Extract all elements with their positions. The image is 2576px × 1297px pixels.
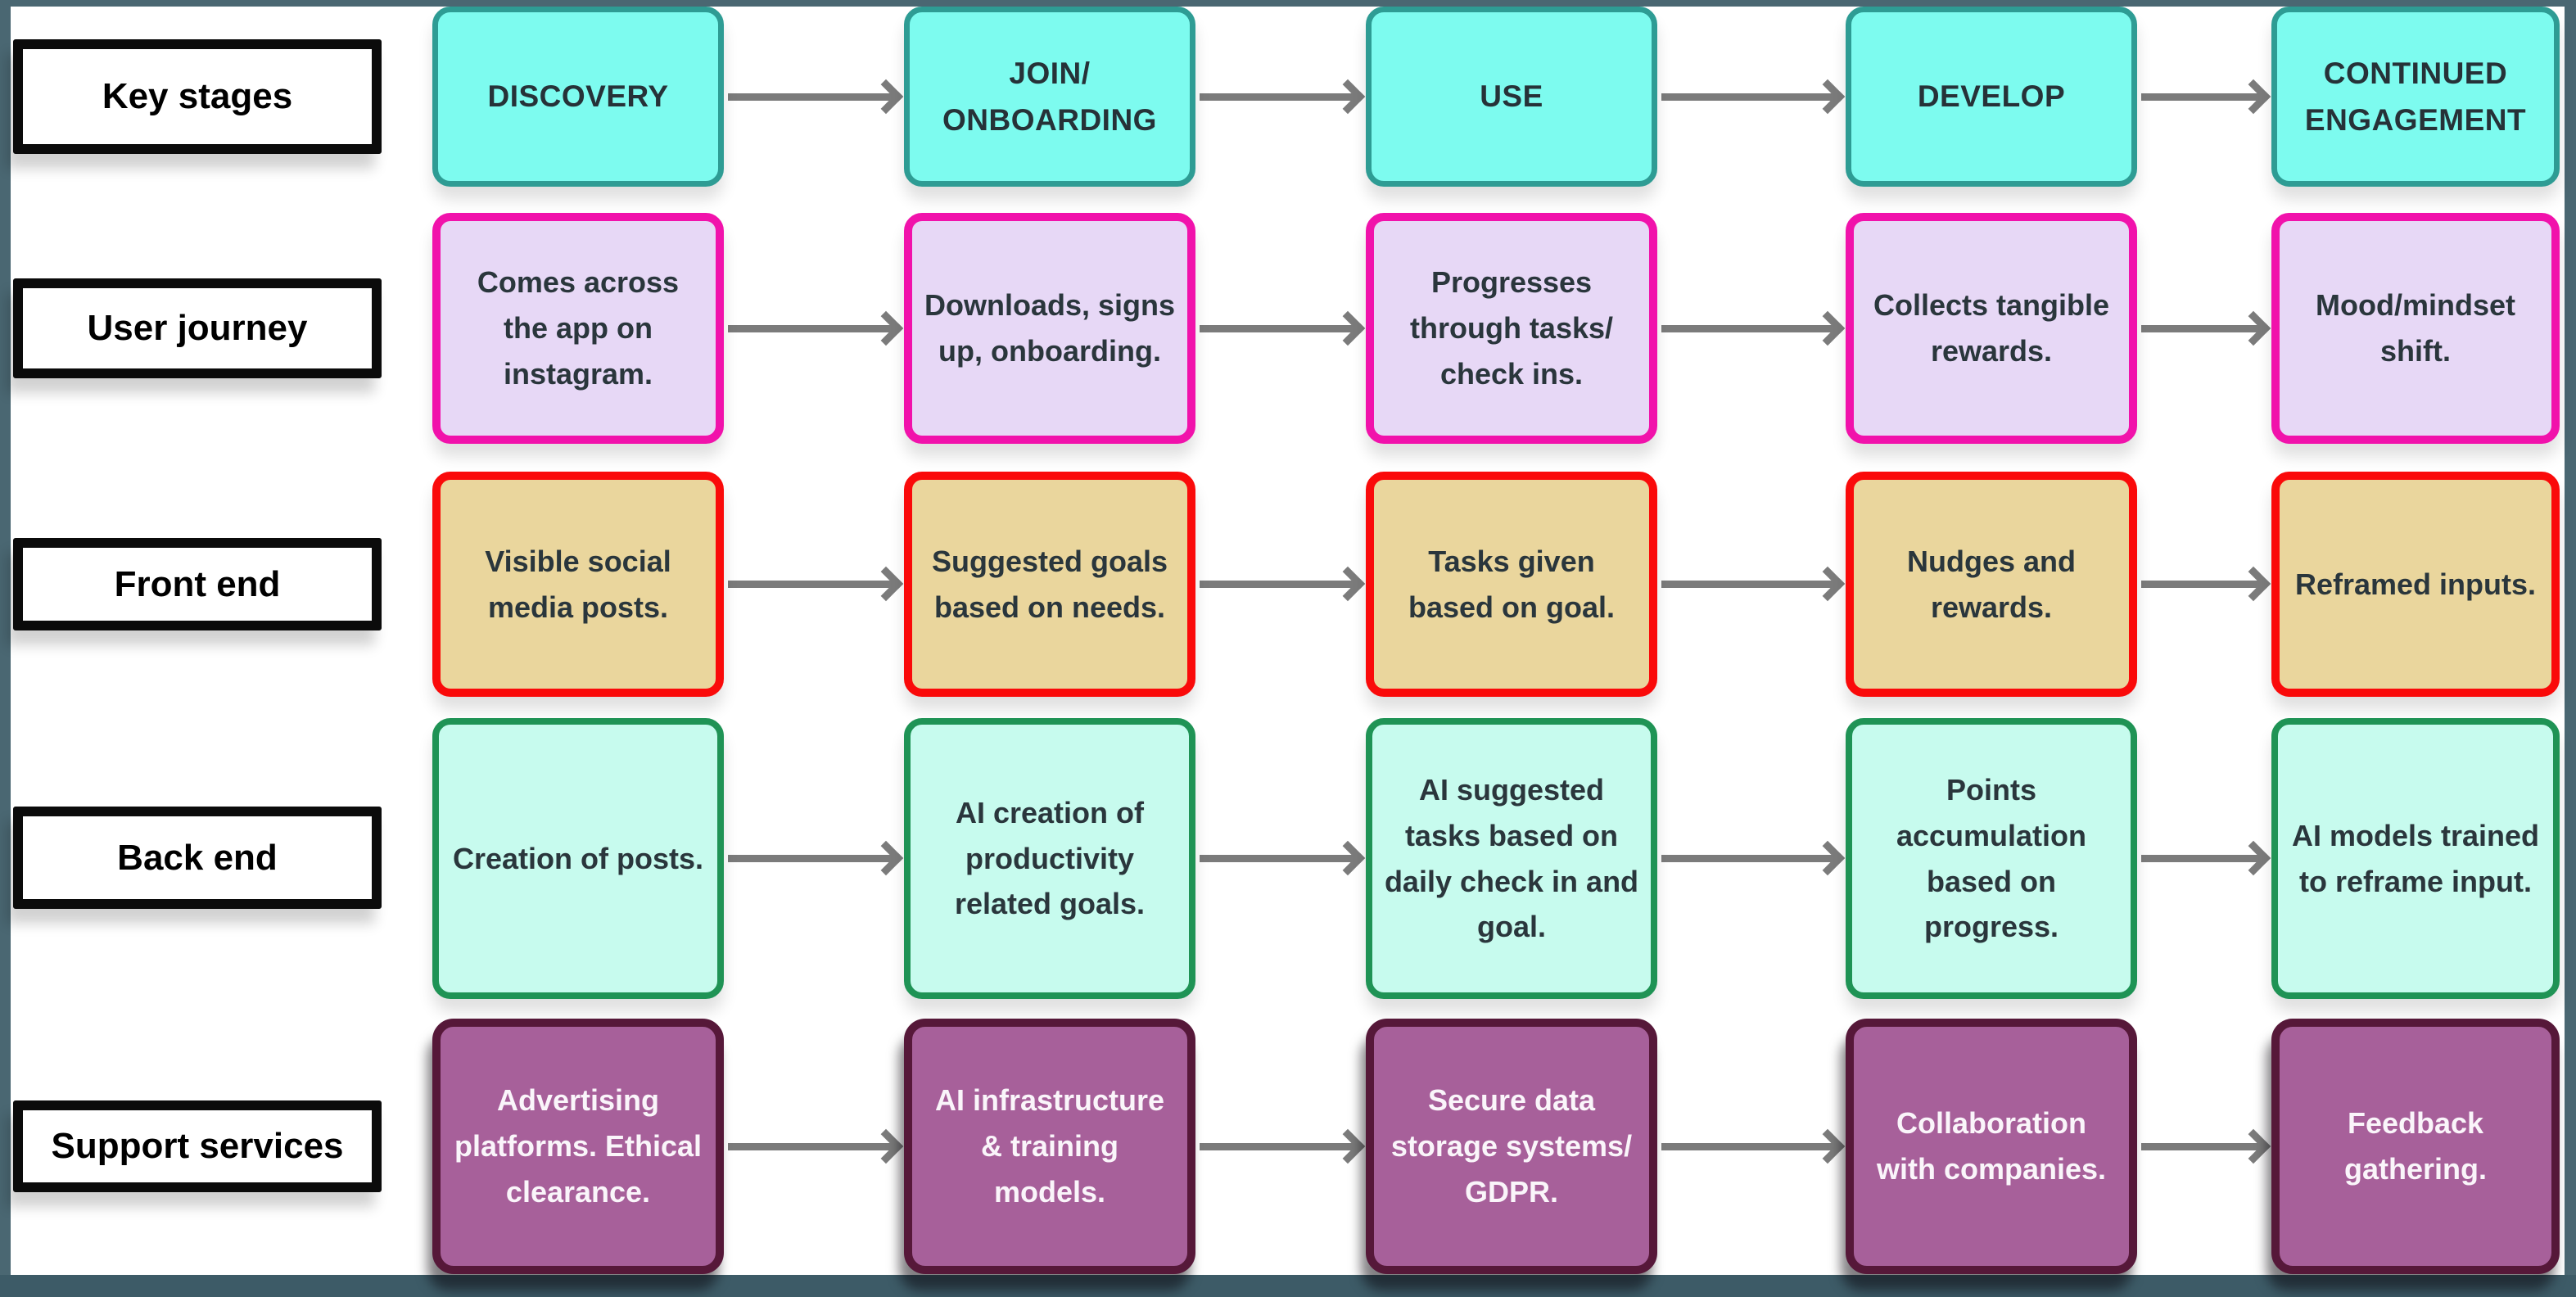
stage-box-develop: DEVELOP: [1846, 7, 2137, 187]
arrow-right-icon: [2141, 1143, 2262, 1150]
row-label-key-stages: Key stages: [13, 39, 382, 154]
stage-box-join-onboarding: JOIN/ ONBOARDING: [904, 7, 1195, 187]
backend-box: Creation of posts.: [432, 718, 724, 999]
arrow-right-icon: [728, 1143, 895, 1150]
row-label-support-services: Support services: [13, 1100, 382, 1192]
arrow-right-icon: [2141, 581, 2262, 588]
support-box: Advertising platforms. Ethical clearance…: [432, 1019, 724, 1274]
support-box: Collaboration with companies.: [1846, 1019, 2137, 1274]
board-edge-bottom: [0, 1275, 2576, 1297]
stage-box-use: USE: [1366, 7, 1657, 187]
frontend-box: Suggested goals based on needs.: [904, 472, 1195, 697]
arrow-right-icon: [1661, 325, 1837, 332]
frontend-box: Reframed inputs.: [2271, 472, 2560, 697]
journey-box: Progresses through tasks/ check ins.: [1366, 213, 1657, 444]
arrow-right-icon: [2141, 855, 2262, 862]
journey-box: Downloads, signs up, onboarding.: [904, 213, 1195, 444]
arrow-right-icon: [728, 581, 895, 588]
arrow-right-icon: [1661, 581, 1837, 588]
arrow-right-icon: [1661, 93, 1837, 101]
arrow-right-icon: [1200, 581, 1357, 588]
arrow-right-icon: [728, 325, 895, 332]
arrow-right-icon: [1200, 93, 1357, 101]
arrow-right-icon: [2141, 325, 2262, 332]
journey-box: Collects tangible rewards.: [1846, 213, 2137, 444]
backend-box: AI models trained to reframe input.: [2271, 718, 2560, 999]
backend-box: AI suggested tasks based on daily check …: [1366, 718, 1657, 999]
arrow-right-icon: [728, 855, 895, 862]
support-box: Secure data storage systems/ GDPR.: [1366, 1019, 1657, 1274]
row-label-user-journey: User journey: [13, 278, 382, 378]
arrow-right-icon: [2141, 93, 2262, 101]
row-label-back-end: Back end: [13, 807, 382, 909]
frontend-box: Nudges and rewards.: [1846, 472, 2137, 697]
frontend-box: Visible social media posts.: [432, 472, 724, 697]
backend-box: AI creation of productivity related goal…: [904, 718, 1195, 999]
board-edge-left: [0, 0, 11, 1297]
row-label-front-end: Front end: [13, 538, 382, 630]
arrow-right-icon: [1661, 855, 1837, 862]
board-edge-right: [2565, 0, 2576, 1297]
arrow-right-icon: [1200, 325, 1357, 332]
support-box: AI infrastructure & training models.: [904, 1019, 1195, 1274]
board-edge-top: [0, 0, 2576, 7]
backend-box: Points accumulation based on progress.: [1846, 718, 2137, 999]
journey-box: Mood/mindset shift.: [2271, 213, 2560, 444]
stage-box-discovery: DISCOVERY: [432, 7, 724, 187]
stage-box-continued-engagement: CONTINUED ENGAGEMENT: [2271, 7, 2560, 187]
frontend-box: Tasks given based on goal.: [1366, 472, 1657, 697]
arrow-right-icon: [728, 93, 895, 101]
arrow-right-icon: [1661, 1143, 1837, 1150]
arrow-right-icon: [1200, 1143, 1357, 1150]
arrow-right-icon: [1200, 855, 1357, 862]
journey-box: Comes across the app on instagram.: [432, 213, 724, 444]
support-box: Feedback gathering.: [2271, 1019, 2560, 1274]
